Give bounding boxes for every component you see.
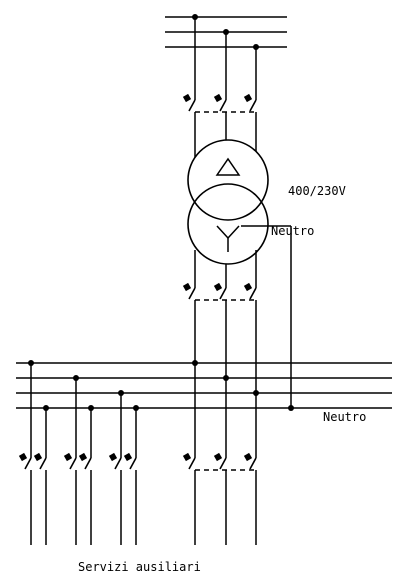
secondary-conductors bbox=[194, 225, 292, 408]
auxiliary-feeders bbox=[18, 360, 139, 545]
main-feeder bbox=[182, 363, 257, 545]
transformer-neutral-label: Neutro bbox=[271, 224, 314, 238]
supply-conductors bbox=[192, 14, 259, 100]
transformer bbox=[187, 139, 269, 265]
wye-winding-symbol bbox=[216, 225, 240, 252]
auxiliary-services-label: Servizi ausiliari bbox=[78, 560, 201, 574]
bus-neutral-label: Neutro bbox=[323, 410, 366, 424]
distribution-busbars bbox=[16, 362, 392, 411]
voltage-label: 400/230V bbox=[288, 184, 346, 198]
delta-winding-symbol bbox=[215, 157, 241, 176]
